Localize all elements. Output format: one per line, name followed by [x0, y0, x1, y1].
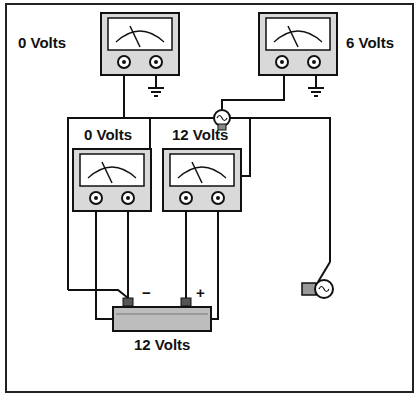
polarity-sign: + — [196, 284, 205, 302]
battery: −+12 Volts — [112, 306, 212, 332]
voltmeter: 0 Volts — [72, 148, 152, 212]
meter-face — [72, 148, 152, 212]
meter-face — [162, 148, 242, 212]
test-lead — [96, 212, 112, 319]
meter-face — [258, 12, 338, 76]
lamp-symbol — [302, 262, 333, 298]
voltmeter: 0 Volts — [100, 12, 180, 76]
voltage-reading: 12 Volts — [172, 126, 228, 144]
voltage-reading: 6 Volts — [346, 34, 394, 52]
polarity-sign: − — [142, 284, 151, 302]
figure-frame — [6, 4, 413, 392]
test-lead — [212, 212, 218, 319]
voltmeter: 6 Volts — [258, 12, 338, 76]
battery-body — [112, 306, 212, 332]
wire-loop — [68, 72, 330, 298]
battery-post — [123, 298, 191, 306]
voltage-reading: 0 Volts — [18, 34, 66, 52]
battery-voltage: 12 Volts — [134, 336, 190, 354]
voltmeter: 12 Volts — [162, 148, 242, 212]
voltage-reading: 0 Volts — [84, 126, 132, 144]
meter-face — [100, 12, 180, 76]
